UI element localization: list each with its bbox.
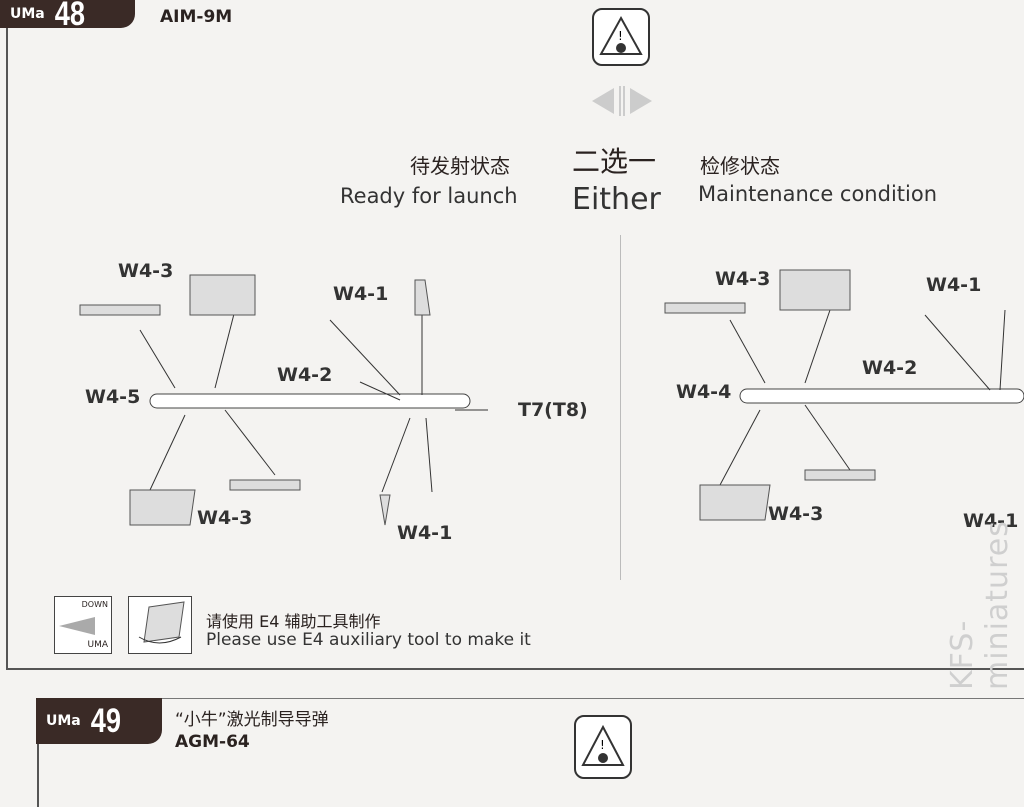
caution-icon: ! [592,8,650,66]
tool-note-cn: 请使用 E4 辅助工具制作 [206,612,381,631]
step-48-frame [6,28,1024,670]
part-label: W4-1 [963,510,1019,532]
e4-tool-icon [128,596,192,654]
either-arrows-icon [592,86,652,120]
step-number: 49 [90,701,121,740]
watermark: KFS-miniatures [945,520,1015,690]
badge-prefix: UMa [10,6,45,22]
part-label: W4-3 [118,260,174,282]
maintenance-assembly-diagram [664,269,1024,521]
step-48-title: AIM-9M [160,7,233,27]
part-label: W4-4 [676,381,732,403]
step-49-title-cn: “小牛”激光制导导弹 [175,710,329,730]
part-label: W4-2 [862,357,918,379]
caution-icon: ! [574,715,632,779]
step-number: 48 [54,0,85,33]
uma-label: UMA [87,640,108,650]
ready-label-en: Ready for launch [340,184,518,208]
part-label: W4-3 [768,503,824,525]
maintenance-label-en: Maintenance condition [698,182,938,206]
step-48-badge: UMa 48 [0,0,135,33]
part-label: W4-1 [333,283,389,305]
svg-text:!: ! [600,738,605,752]
tool-direction-icon: DOWN UMA [54,596,112,654]
step-49-divider [36,698,1024,699]
down-label: DOWN [81,600,108,609]
svg-text:!: ! [618,29,623,43]
part-label: W4-3 [715,268,771,290]
part-label: W4-2 [277,364,333,386]
part-label: W4-1 [926,274,982,296]
either-label-en: Either [572,182,661,217]
part-label: W4-1 [397,522,453,544]
tool-note-en: Please use E4 auxiliary tool to make it [206,630,531,650]
ready-assembly-diagram [79,274,488,526]
step-49-title-en: AGM-64 [175,732,250,752]
part-label: T7(T8) [518,399,588,421]
ready-label-cn: 待发射状态 [410,154,510,178]
part-label: W4-3 [197,507,253,529]
either-label-cn: 二选一 [572,145,657,178]
part-label: W4-5 [85,386,141,408]
maintenance-label-cn: 检修状态 [700,154,780,178]
option-divider [620,235,621,580]
step-49-badge: UMa 49 [36,698,162,744]
step-49-frame [37,744,39,807]
badge-prefix: UMa [46,713,81,729]
